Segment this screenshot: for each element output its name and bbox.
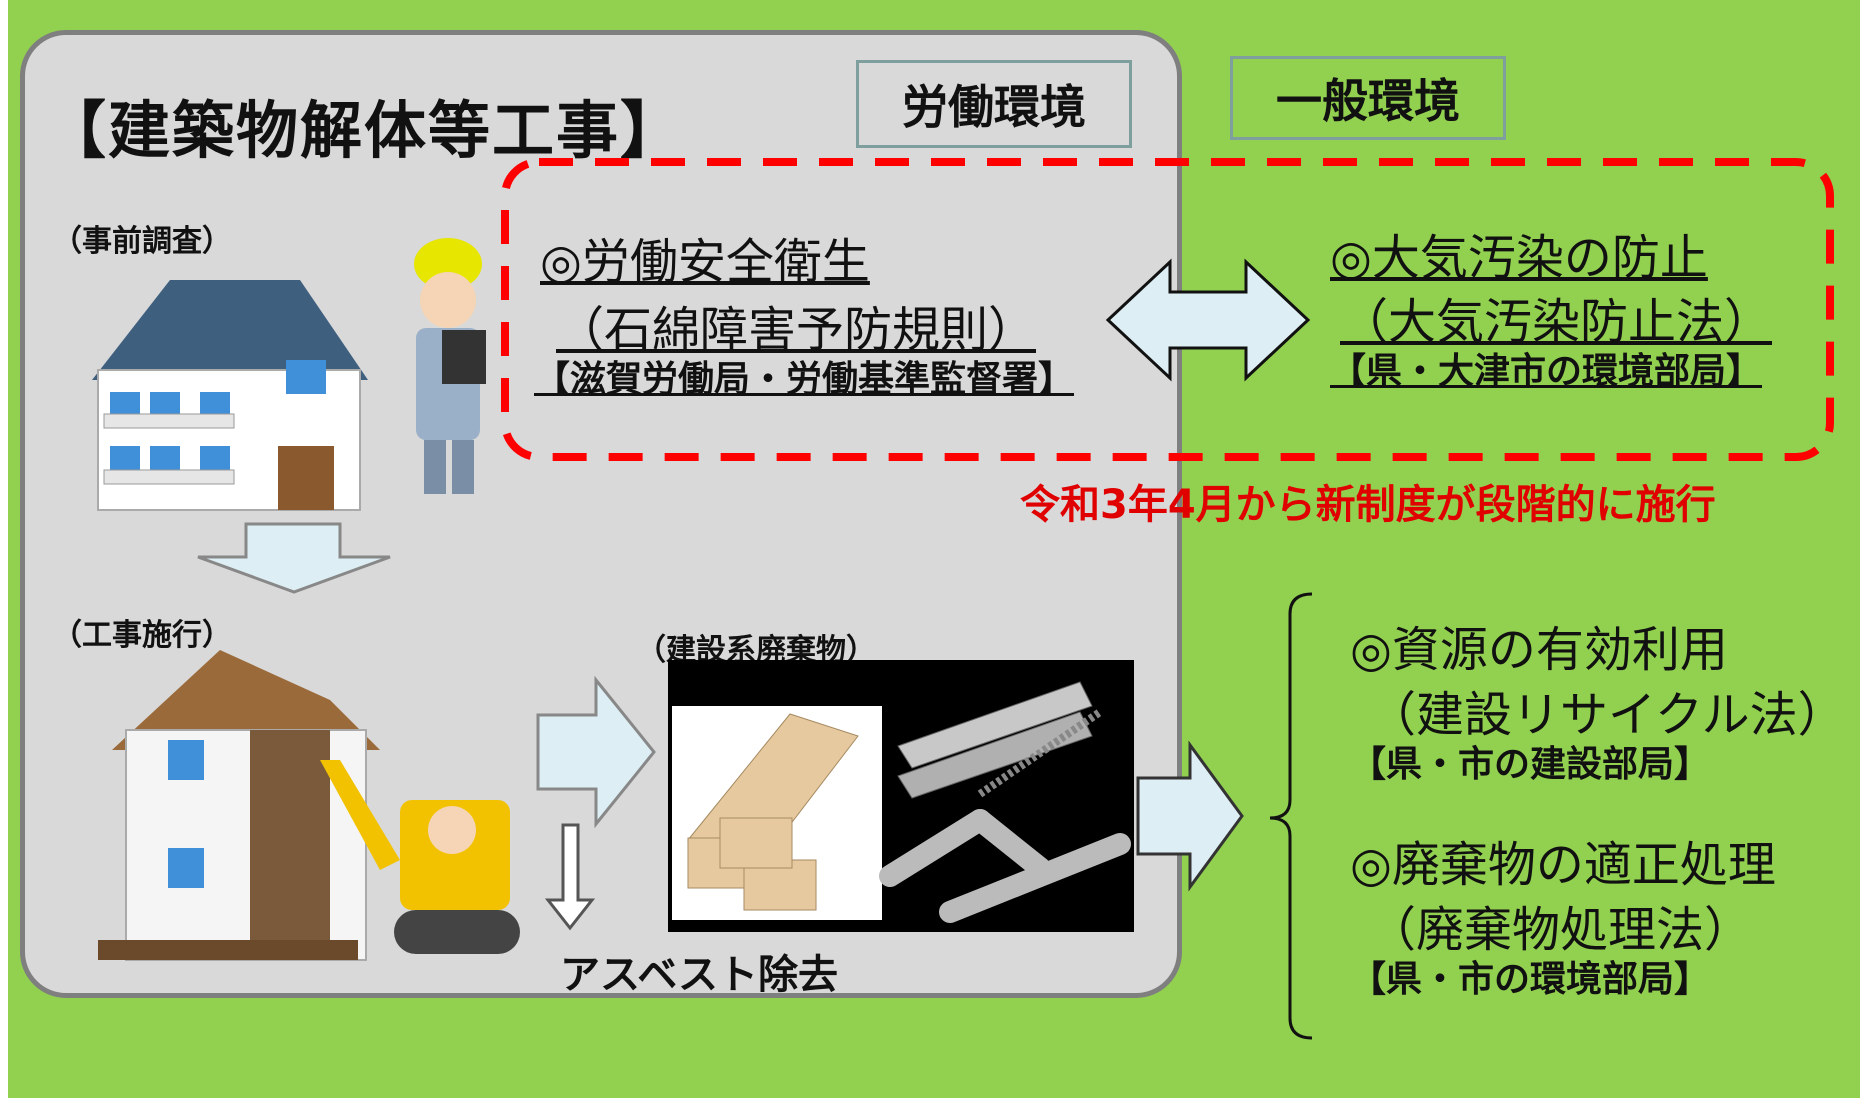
house-illustration [92, 280, 368, 511]
curly-brace [1269, 592, 1313, 1040]
recycle-law-regulation: （建設リサイクル法） [1368, 687, 1846, 743]
air-law-heading: ◎大気汚染の防止 [1330, 230, 1708, 286]
waste-law-heading: ◎廃棄物の適正処理 [1350, 837, 1776, 893]
waste-law-regulation: （廃棄物処理法） [1368, 902, 1753, 958]
air-law-office: 【県・大津市の環境部局】 [1330, 351, 1763, 392]
labor-law-regulation: （石綿障害予防規則） [556, 302, 1037, 358]
asbestos-removal-label: アスベスト除去 [560, 952, 838, 998]
new-system-dashed-box [501, 158, 1834, 461]
construction-caption: （工事施行） [52, 618, 232, 653]
new-system-note: 令和3年4月から新制度が段階的に施行 [1020, 482, 1716, 528]
double-arrow [1105, 258, 1311, 382]
recycle-law-heading: ◎資源の有効利用 [1350, 622, 1728, 678]
recycle-law-office: 【県・市の建設部局】 [1350, 744, 1711, 785]
asbestos-down-arrow [544, 823, 596, 931]
general-environment-tag: 一般環境 [1230, 56, 1506, 140]
air-law-regulation: （大気汚染防止法） [1340, 294, 1773, 350]
labor-law-office: 【滋賀労働局・労働基準監督署】 [534, 359, 1075, 400]
labor-law-heading: ◎労働安全衛生 [540, 234, 870, 290]
survey-caption: （事前調査） [52, 224, 232, 259]
construction-waste-materials-illustration [668, 660, 1134, 932]
waste-law-office: 【県・市の環境部局】 [1350, 959, 1711, 1000]
right-arrow-to-laws [1136, 740, 1244, 892]
right-arrow-to-waste [536, 675, 656, 829]
inspector-illustration [414, 238, 486, 494]
down-arrow [197, 522, 391, 594]
page-title: 【建築物解体等工事】 [44, 94, 685, 167]
labor-environment-tag: 労働環境 [856, 60, 1132, 148]
demolition-illustration [98, 650, 520, 961]
